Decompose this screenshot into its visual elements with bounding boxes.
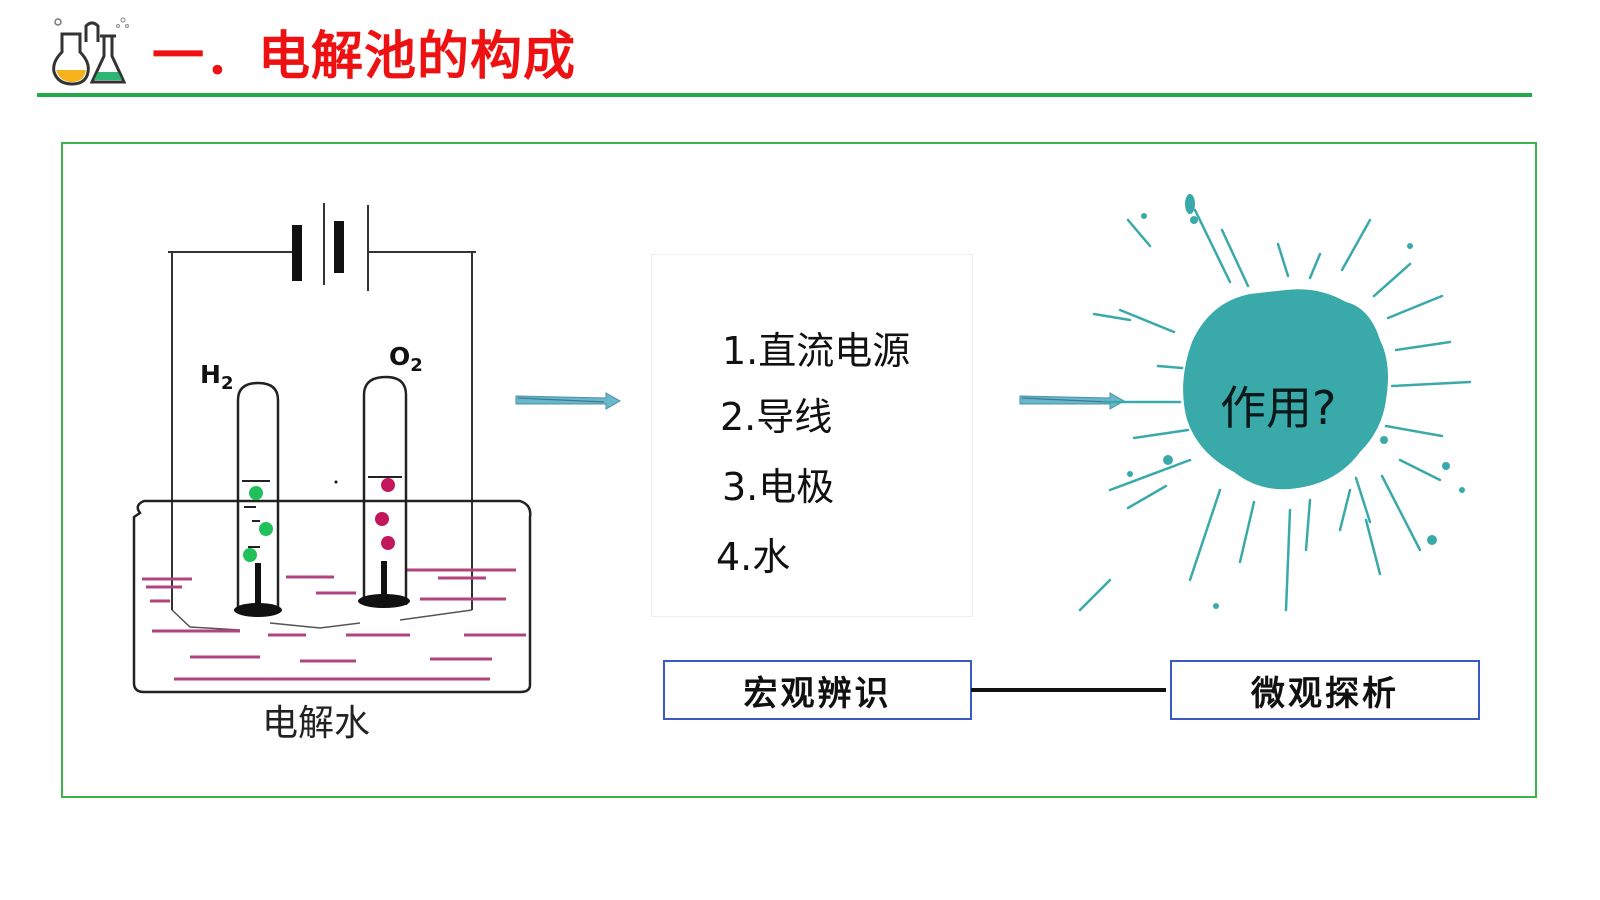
diagram-caption: 电解水 xyxy=(262,703,371,744)
micro-analysis-label: 微观探析 xyxy=(1251,673,1399,714)
micro-analysis-box: 微观探析 xyxy=(1170,660,1480,720)
lab-flask-icon xyxy=(52,17,130,86)
h2-label-text: H xyxy=(200,360,221,389)
arrow-right-icon xyxy=(1019,392,1126,410)
electrolysis-apparatus-diagram xyxy=(132,203,532,694)
arrow-right-icon xyxy=(515,392,622,410)
title-divider xyxy=(37,93,1532,97)
component-item-water: 4.水 xyxy=(716,535,791,579)
macro-identification-box: 宏观辨识 xyxy=(663,660,972,720)
o2-label: O2 xyxy=(389,342,423,376)
function-question-text: 作用? xyxy=(1220,381,1337,435)
macro-identification-label: 宏观辨识 xyxy=(743,673,892,714)
component-item-wire: 2.导线 xyxy=(720,395,833,439)
content-frame xyxy=(61,142,1537,798)
h2-label-subscript: 2 xyxy=(220,373,234,394)
component-item-power: 1.直流电源 xyxy=(722,329,911,373)
ink-splash-shape xyxy=(1078,194,1472,612)
page-title: 一．电解池的构成 xyxy=(152,27,577,87)
components-box xyxy=(651,254,973,617)
component-item-electrode: 3.电极 xyxy=(722,465,835,509)
o2-label-text: O xyxy=(389,342,411,371)
h2-label: H2 xyxy=(200,360,233,394)
tags-connector-line xyxy=(971,688,1166,692)
o2-label-subscript: 2 xyxy=(410,355,423,376)
